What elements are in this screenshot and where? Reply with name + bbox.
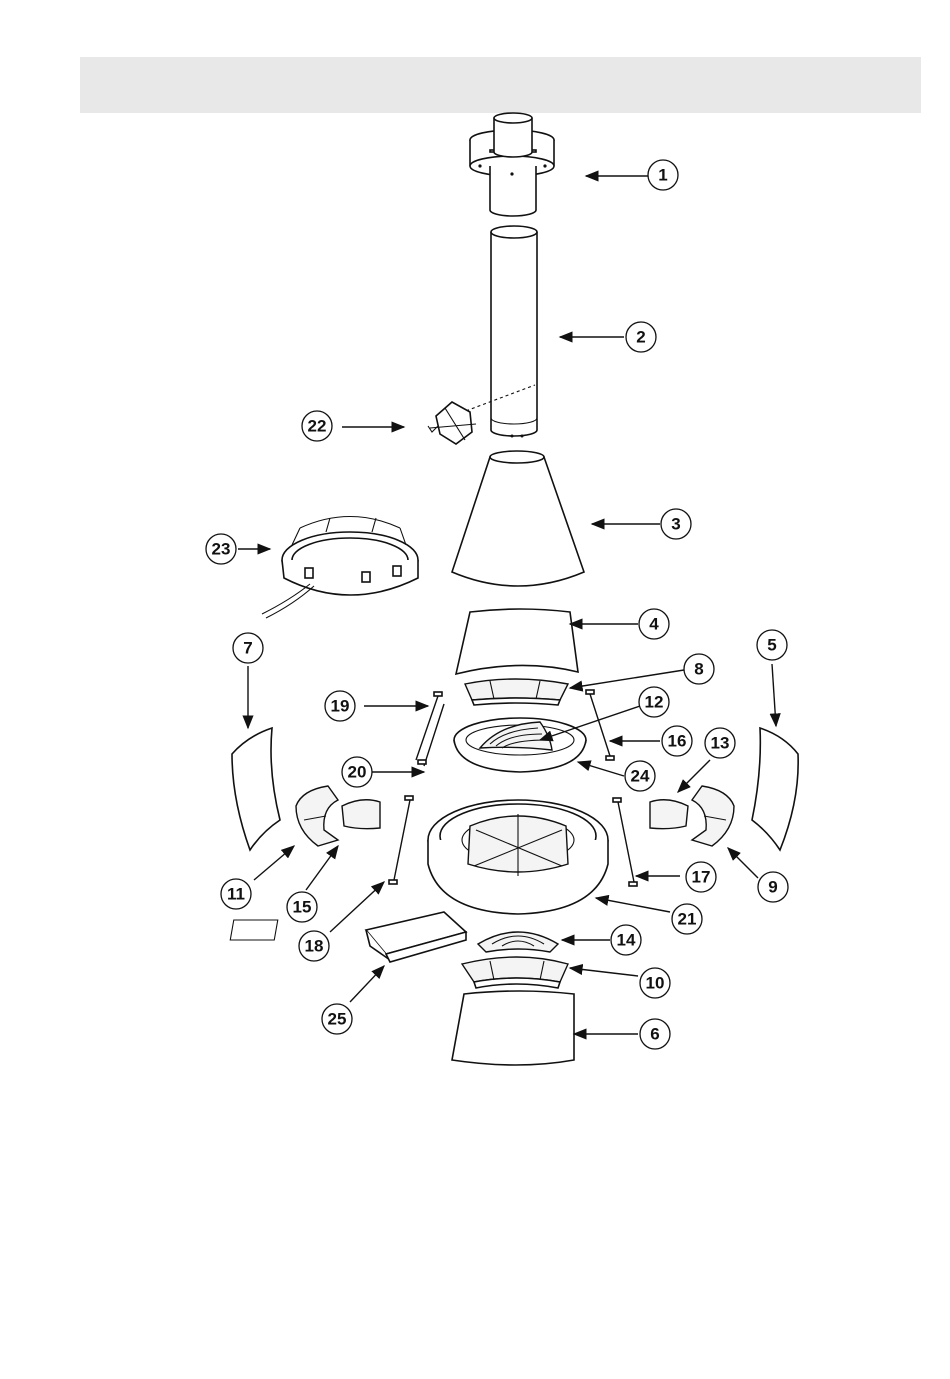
- part-11-side-brick: [296, 786, 338, 846]
- callout-18: 18: [299, 931, 329, 961]
- svg-text:18: 18: [305, 937, 324, 956]
- part-7-side-panel: [232, 728, 280, 850]
- callout-20: 20: [342, 757, 372, 787]
- part-4-upper-panel: [456, 609, 578, 674]
- svg-text:4: 4: [649, 615, 659, 634]
- part-5-side-panel: [752, 728, 798, 850]
- svg-text:7: 7: [243, 639, 252, 658]
- callout-4: 4: [639, 609, 669, 639]
- svg-text:11: 11: [227, 885, 245, 904]
- part-16-rod: [586, 690, 614, 760]
- part-21-base: [428, 800, 608, 914]
- callout-19: 19: [325, 691, 355, 721]
- callout-11: 11: [221, 879, 251, 909]
- callout-13: 13: [705, 728, 735, 758]
- svg-text:23: 23: [212, 540, 231, 559]
- svg-text:13: 13: [711, 734, 730, 753]
- part-25-ash-drawer: [230, 912, 466, 962]
- svg-text:1: 1: [658, 166, 667, 185]
- part-9-side-brick: [692, 786, 734, 846]
- svg-text:3: 3: [671, 515, 680, 534]
- callout-1: 1: [648, 160, 678, 190]
- svg-text:12: 12: [645, 693, 664, 712]
- callout-23: 23: [206, 534, 236, 564]
- callout-6: 6: [640, 1019, 670, 1049]
- svg-text:5: 5: [767, 636, 776, 655]
- callout-2: 2: [626, 322, 656, 352]
- callout-22: 22: [302, 411, 332, 441]
- part-2-flue-pipe: [455, 226, 537, 438]
- callout-8: 8: [684, 654, 714, 684]
- callout-16: 16: [662, 726, 692, 756]
- callout-3: 3: [661, 509, 691, 539]
- svg-text:2: 2: [636, 328, 645, 347]
- svg-text:19: 19: [331, 697, 350, 716]
- part-23-burner-ring: [262, 517, 418, 619]
- svg-text:6: 6: [650, 1025, 659, 1044]
- svg-text:25: 25: [328, 1010, 347, 1029]
- callout-24: 24: [625, 761, 655, 791]
- part-22-damper: [428, 402, 476, 444]
- callout-9: 9: [758, 872, 788, 902]
- part-18-rod: [389, 796, 413, 884]
- callout-5: 5: [757, 630, 787, 660]
- svg-text:17: 17: [692, 868, 711, 887]
- part-10-lower-brick: [462, 957, 568, 988]
- part-1-flue-collar: [470, 113, 554, 216]
- callout-17: 17: [686, 862, 716, 892]
- svg-text:10: 10: [646, 974, 665, 993]
- svg-text:16: 16: [668, 732, 687, 751]
- svg-text:9: 9: [768, 878, 777, 897]
- callout-12: 12: [639, 687, 669, 717]
- svg-text:14: 14: [617, 931, 636, 950]
- callout-10: 10: [640, 968, 670, 998]
- callout-25: 25: [322, 1004, 352, 1034]
- callout-7: 7: [233, 633, 263, 663]
- svg-text:20: 20: [348, 763, 367, 782]
- part-8-upper-brick: [465, 679, 568, 705]
- part-20-rod: [418, 704, 444, 766]
- callout-15: 15: [287, 892, 317, 922]
- part-6-lower-panel: [452, 991, 574, 1065]
- part-15-quarter-plate: [342, 800, 380, 829]
- part-17-rod: [613, 798, 637, 886]
- callout-14: 14: [611, 925, 641, 955]
- svg-text:22: 22: [308, 417, 327, 436]
- part-14-lower-grate: [478, 932, 558, 952]
- svg-text:24: 24: [631, 767, 650, 786]
- part-13-quarter-plate: [650, 800, 688, 829]
- svg-text:21: 21: [678, 910, 697, 929]
- svg-text:15: 15: [293, 898, 312, 917]
- part-3-cone-hood: [452, 451, 584, 586]
- callout-21: 21: [672, 904, 702, 934]
- svg-text:8: 8: [694, 660, 703, 679]
